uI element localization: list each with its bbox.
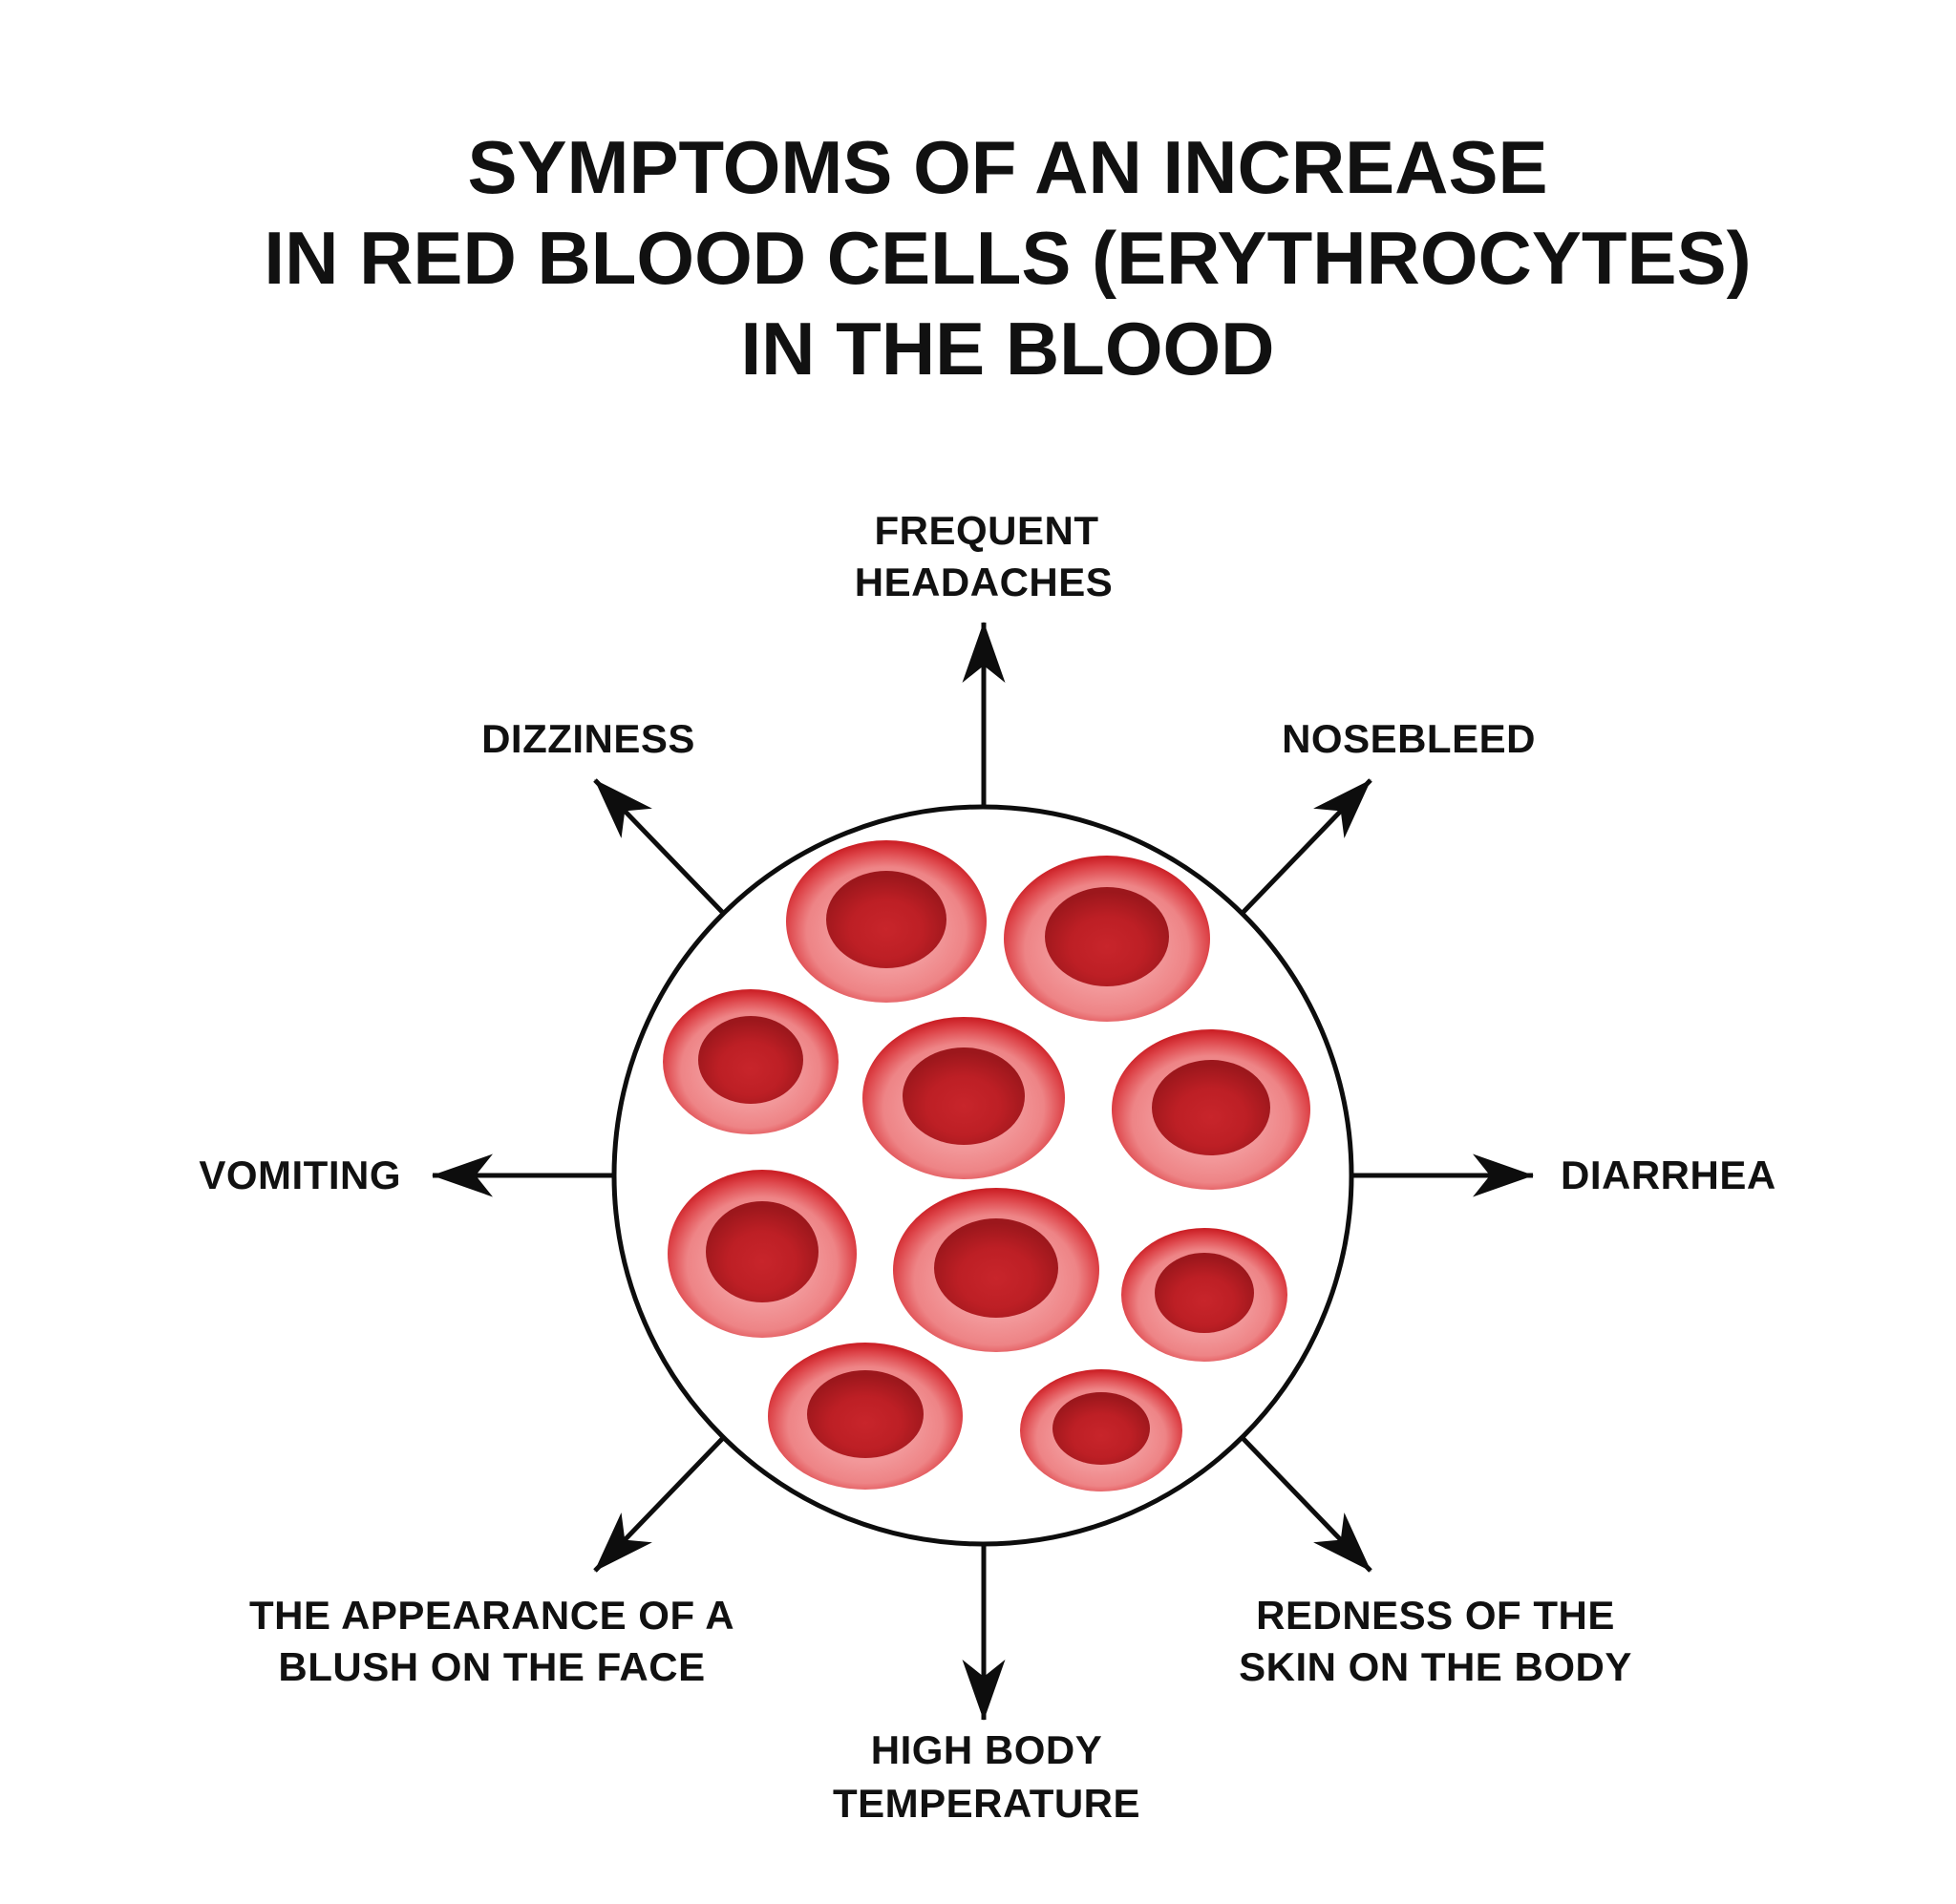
symptom-redness-line1: REDNESS OF THE [1256,1593,1615,1638]
red-blood-cell [768,1343,963,1490]
red-blood-cell [893,1188,1099,1352]
symptom-frequent-headaches-line2: HEADACHES [855,560,1114,604]
symptom-frequent-headaches-line1: FREQUENT [875,508,1099,553]
symptom-diarrhea: DIARRHEA [1561,1153,1776,1197]
symptom-redness-line2: SKIN ON THE BODY [1239,1644,1632,1689]
page-title-line3: IN THE BLOOD [741,307,1275,391]
red-blood-cell [668,1170,857,1338]
page-title-line1: SYMPTOMS OF AN INCREASE [467,125,1547,209]
symptom-vomiting: VOMITING [199,1153,401,1197]
red-blood-cell [1121,1228,1287,1362]
red-blood-cell [862,1017,1065,1179]
red-blood-cell [1112,1029,1310,1190]
symptom-nosebleed: NOSEBLEED [1282,716,1536,761]
symptom-temperature-line1: HIGH BODY [871,1727,1103,1772]
red-blood-cell [1020,1369,1182,1491]
symptom-dizziness: DIZZINESS [481,716,695,761]
red-blood-cell [1004,856,1210,1022]
symptom-blush-line2: BLUSH ON THE FACE [278,1644,705,1689]
arrow-bottom-right [1241,1436,1372,1573]
arrow-top-right [1241,778,1372,915]
red-blood-cell [786,840,987,1003]
symptom-temperature-line2: TEMPERATURE [833,1781,1140,1826]
red-blood-cell [663,989,839,1134]
symptom-blush-line1: THE APPEARANCE OF A [249,1593,734,1638]
arrow-top-left [593,778,725,915]
page-title-line2: IN RED BLOOD CELLS (ERYTHROCYTES) [264,216,1751,300]
arrow-bottom-left [593,1436,725,1573]
